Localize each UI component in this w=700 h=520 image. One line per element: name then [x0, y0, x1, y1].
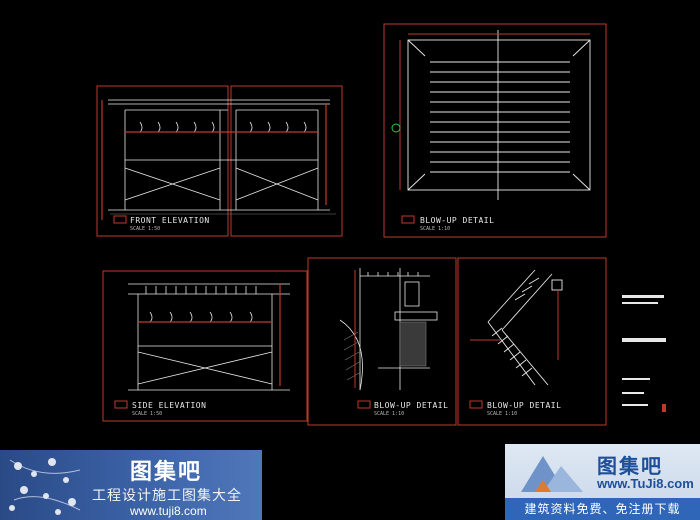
legend-block [622, 295, 666, 412]
front-elevation-scale: SCALE 1:50 [130, 226, 161, 232]
side-elevation-title: SIDE ELEVATION [132, 401, 207, 410]
side-elevation-tag [114, 400, 128, 409]
section-detail-sheet [307, 257, 457, 426]
grille-detail-sheet [383, 23, 607, 238]
building-logo-icon [521, 456, 583, 492]
angled-detail-scale: SCALE 1:10 [487, 411, 518, 417]
grille-detail-marker [391, 123, 401, 133]
side-elevation-drawing [128, 283, 290, 391]
side-elevation-sheet [102, 270, 308, 422]
angled-detail-sheet [457, 257, 607, 426]
front-elevation-drawing [108, 99, 330, 211]
front-elevation-tag [113, 215, 127, 224]
watermark-slogan-right: 建筑资料免费、免注册下载 [505, 498, 700, 520]
grille-detail-scale: SCALE 1:10 [420, 226, 451, 232]
grille-detail-title: BLOW-UP DETAIL [420, 216, 495, 225]
flower-logo-icon [9, 458, 81, 515]
front-elevation-sheet [96, 85, 343, 237]
grille-detail-drawing [407, 30, 591, 200]
watermark-slogan: 工程设计施工图集大全 [92, 488, 242, 504]
angled-detail-title: BLOW-UP DETAIL [487, 401, 562, 410]
grille-detail-accent [399, 33, 590, 190]
side-elevation-scale: SCALE 1:50 [132, 411, 163, 417]
section-detail-tag [357, 400, 371, 409]
watermark-banner-right: 图集吧 www.TuJi8.com 建筑资料免费、免注册下载 [505, 444, 700, 520]
section-detail-scale: SCALE 1:10 [374, 411, 405, 417]
side-elevation-accent [138, 284, 281, 386]
watermark-url[interactable]: www.tuji8.com [130, 504, 207, 518]
section-detail-hatch [343, 321, 427, 381]
angled-detail-accent [470, 290, 559, 360]
angled-detail-tag [469, 400, 483, 409]
watermark-brand: 图集吧 [130, 460, 203, 485]
angled-detail-drawing [487, 269, 563, 386]
grille-detail-tag [401, 215, 415, 224]
watermark-url-right[interactable]: www.TuJi8.com [597, 476, 694, 491]
front-elevation-accent [101, 100, 327, 220]
front-elevation-title: FRONT ELEVATION [130, 216, 210, 225]
watermark-banner-left: 图集吧 工程设计施工图集大全 www.tuji8.com [0, 450, 262, 520]
watermark-brand-right: 图集吧 [597, 454, 663, 478]
section-detail-title: BLOW-UP DETAIL [374, 401, 449, 410]
